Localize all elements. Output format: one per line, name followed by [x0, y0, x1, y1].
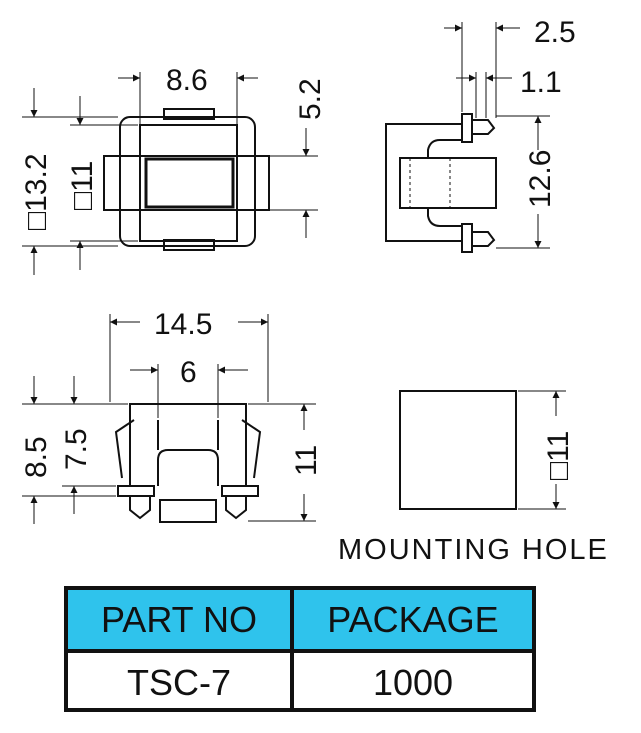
front-right-pin	[225, 496, 247, 520]
mounting-hole-square	[399, 390, 517, 510]
dim-front-height-outer: 8.5	[20, 436, 53, 478]
front-body	[129, 403, 247, 486]
dim-side-top-wide: 2.5	[534, 16, 576, 49]
top-body	[103, 155, 270, 211]
mounting-hole-view	[399, 390, 566, 510]
side-frame	[385, 123, 462, 242]
front-left-flange	[117, 485, 155, 497]
dim-front-width: 14.5	[154, 308, 212, 341]
side-bottom-flange	[461, 223, 473, 253]
front-bottom-block	[159, 499, 217, 523]
dim-front-total-height: 11	[290, 445, 323, 476]
top-tab-bottom	[163, 239, 215, 251]
front-view	[22, 314, 316, 524]
cell-part-no: TSC-7	[68, 653, 294, 712]
dim-hole-size: □11	[542, 431, 575, 480]
dim-top-width: 8.6	[166, 64, 208, 97]
cell-package: 1000	[372, 661, 454, 703]
top-core	[144, 157, 235, 209]
dim-top-height-inner: □11	[66, 161, 99, 210]
side-top-pin	[472, 119, 496, 135]
front-right-flange	[221, 485, 259, 497]
part-table: PART NO PACKAGE TSC-7 1000	[64, 586, 536, 712]
dim-top-right-small: 5.2	[294, 78, 327, 120]
top-outer-frame	[119, 116, 256, 247]
table-header-row: PART NO PACKAGE	[68, 590, 532, 653]
front-window	[157, 449, 219, 486]
mounting-hole-caption: MOUNTING HOLE	[338, 534, 609, 566]
front-right-spring	[241, 419, 262, 479]
front-left-pin	[129, 496, 151, 520]
side-body	[399, 157, 497, 209]
header-part-no: PART NO	[68, 590, 294, 649]
side-view	[385, 22, 550, 253]
side-spring	[399, 139, 462, 227]
side-top-flange	[461, 113, 473, 143]
top-view	[22, 72, 318, 275]
dim-front-height-inner: 7.5	[60, 428, 93, 470]
top-tab-top	[163, 108, 215, 120]
dim-side-top-narrow: 1.1	[520, 66, 562, 99]
dim-top-height-outer: □13.2	[20, 153, 53, 230]
front-left-spring	[114, 419, 135, 479]
dim-side-height: 12.6	[524, 150, 557, 208]
top-inner-frame	[139, 124, 238, 242]
side-bottom-pin	[472, 231, 496, 247]
header-package: PACKAGE	[327, 598, 499, 640]
table-row: TSC-7 1000	[68, 653, 532, 712]
dim-front-pin-pitch: 6	[180, 356, 197, 389]
